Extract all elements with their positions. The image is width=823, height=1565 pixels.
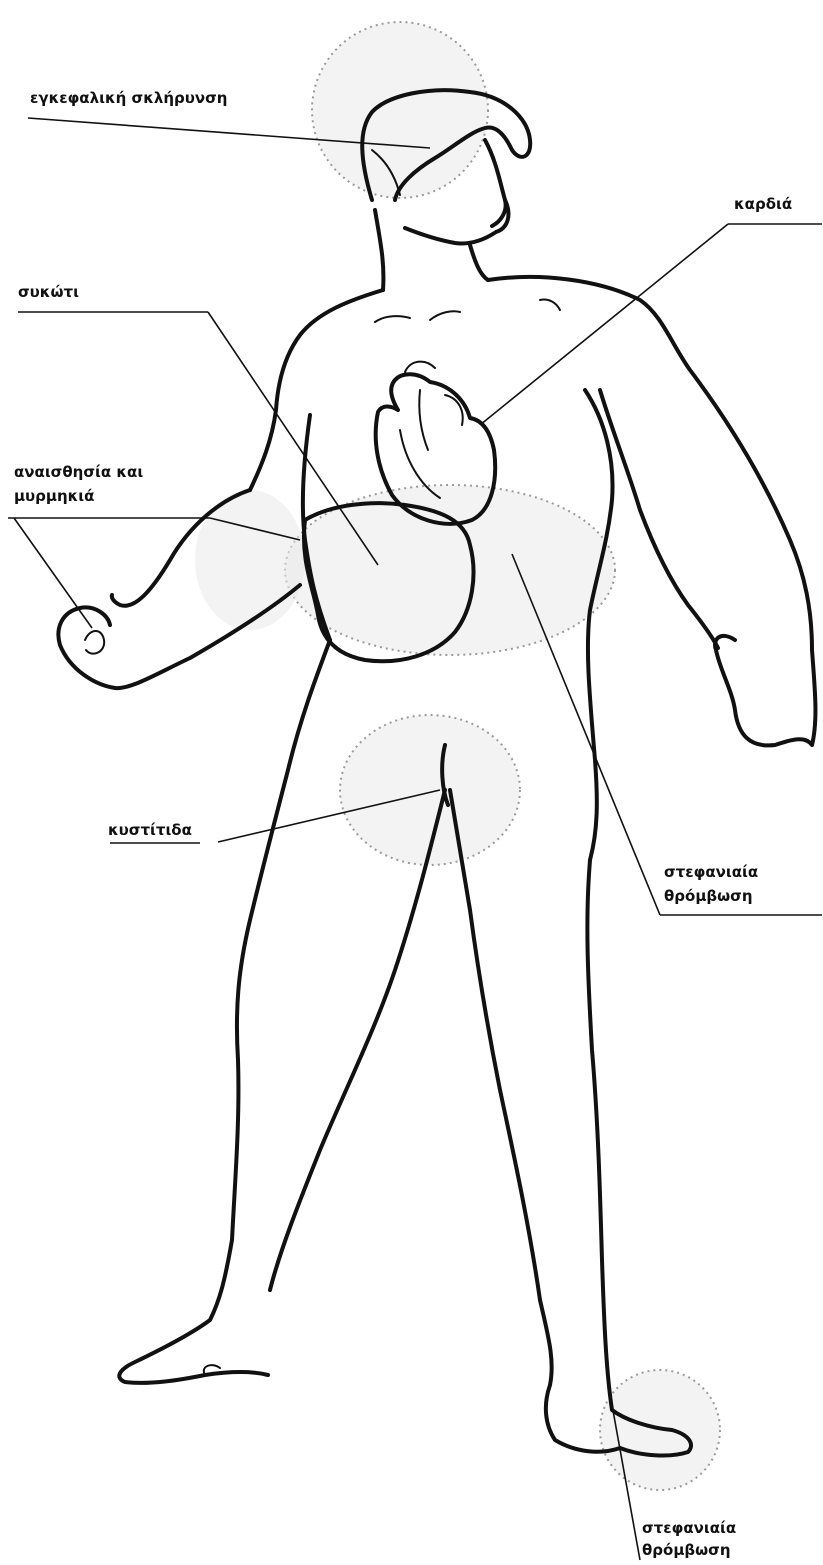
label-thrombosis-mid-line1: στεφανιαία [664, 862, 758, 883]
label-heart: καρδιά [734, 194, 792, 215]
label-numbness-line1: αναισθησία και [14, 462, 143, 483]
abdomen-zone [285, 485, 615, 655]
label-brain-sclerosis: εγκεφαλική σκλήρυνση [30, 88, 227, 109]
label-thrombosis-foot-line1: στεφανιαία [642, 1518, 736, 1539]
label-cystitis: κυστίτιδα [108, 820, 192, 841]
head-halo [312, 22, 488, 198]
label-thrombosis-foot-line2: θρόμβωση [642, 1540, 731, 1561]
label-thrombosis-mid-line2: θρόμβωση [664, 886, 753, 907]
label-liver: συκώτι [18, 282, 79, 303]
label-numbness-line2: μυρμηκιά [14, 486, 94, 507]
